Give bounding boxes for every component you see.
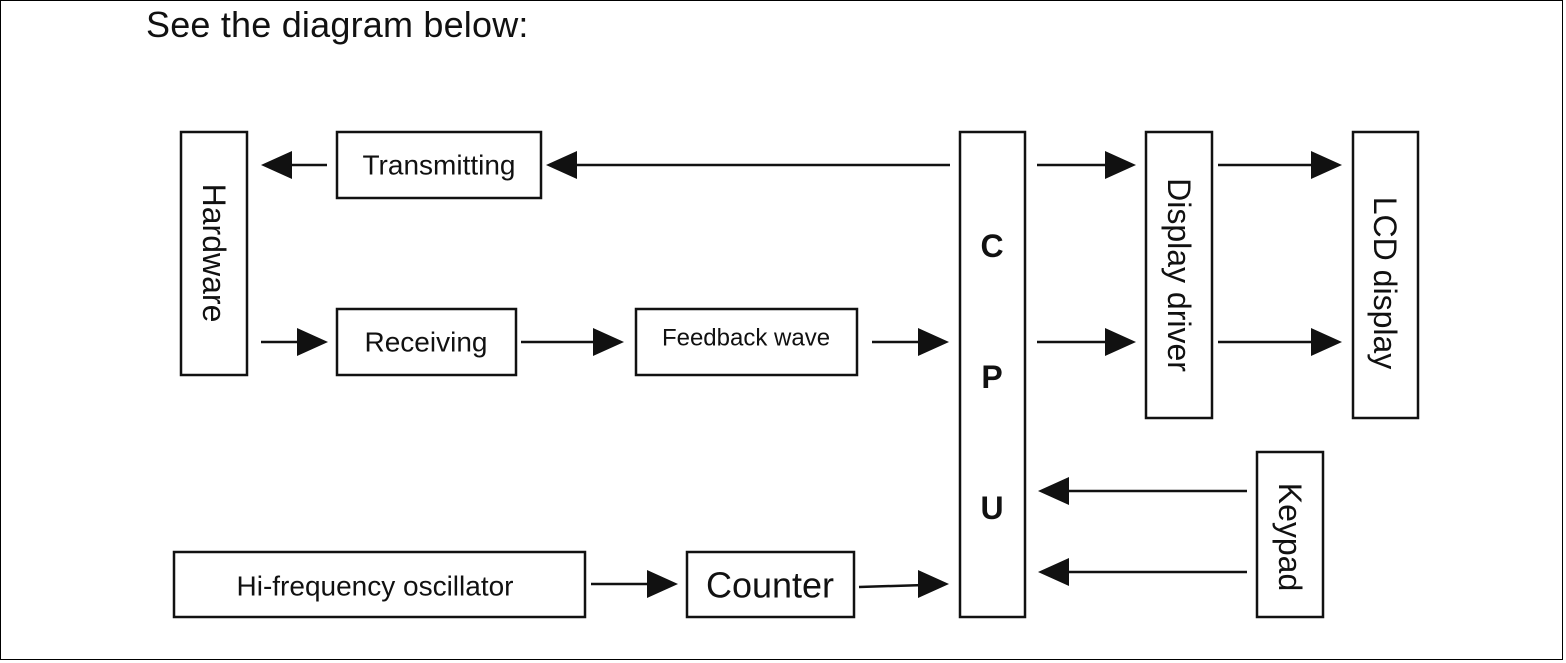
keypad-label: Keypad — [1272, 483, 1308, 592]
arrow-counter-to-cpu — [858, 570, 949, 598]
arrow-feedback-to-cpu — [872, 328, 949, 356]
receiving-block: Receiving — [335, 307, 518, 377]
keypad-block: Keypad — [1255, 450, 1325, 619]
feedback-wave-block: Feedback wave — [634, 307, 859, 377]
oscillator-block: Hi-frequency oscillator — [172, 550, 587, 619]
arrow-transmitting-to-hardware — [261, 151, 327, 179]
arrow-driver-to-lcd-mid — [1218, 328, 1342, 356]
arrow-cpu-to-display-driver-mid — [1037, 328, 1136, 356]
arrow-oscillator-to-counter — [591, 570, 678, 598]
lcd-display-label: LCD display — [1367, 197, 1403, 370]
display-driver-block: Display driver — [1144, 130, 1214, 420]
arrow-hardware-to-receiving — [261, 328, 328, 356]
arrow-keypad-to-cpu-lower — [1038, 558, 1247, 586]
cpu-letter-u: U — [980, 490, 1003, 526]
transmitting-block: Transmitting — [335, 130, 543, 200]
arrow-cpu-to-transmitting — [546, 151, 950, 179]
lcd-display-block: LCD display — [1351, 130, 1420, 420]
feedback-wave-label: Feedback wave — [662, 325, 830, 352]
arrow-driver-to-lcd-top — [1218, 151, 1342, 179]
arrow-receiving-to-feedback — [521, 328, 624, 356]
display-driver-label: Display driver — [1161, 178, 1197, 372]
transmitting-label: Transmitting — [362, 150, 515, 181]
hardware-label: Hardware — [196, 184, 232, 323]
arrow-keypad-to-cpu-upper — [1038, 477, 1247, 505]
arrow-cpu-to-display-driver-top — [1037, 151, 1136, 179]
counter-block: Counter — [685, 550, 856, 619]
cpu-letter-c: C — [980, 228, 1003, 264]
oscillator-label: Hi-frequency oscillator — [237, 571, 514, 602]
receiving-label: Receiving — [365, 327, 488, 358]
counter-label: Counter — [706, 565, 834, 606]
hardware-block: Hardware — [179, 130, 249, 377]
page-heading: See the diagram below: — [146, 4, 529, 45]
cpu-block: C P U — [958, 130, 1027, 619]
cpu-letter-p: P — [981, 359, 1002, 395]
